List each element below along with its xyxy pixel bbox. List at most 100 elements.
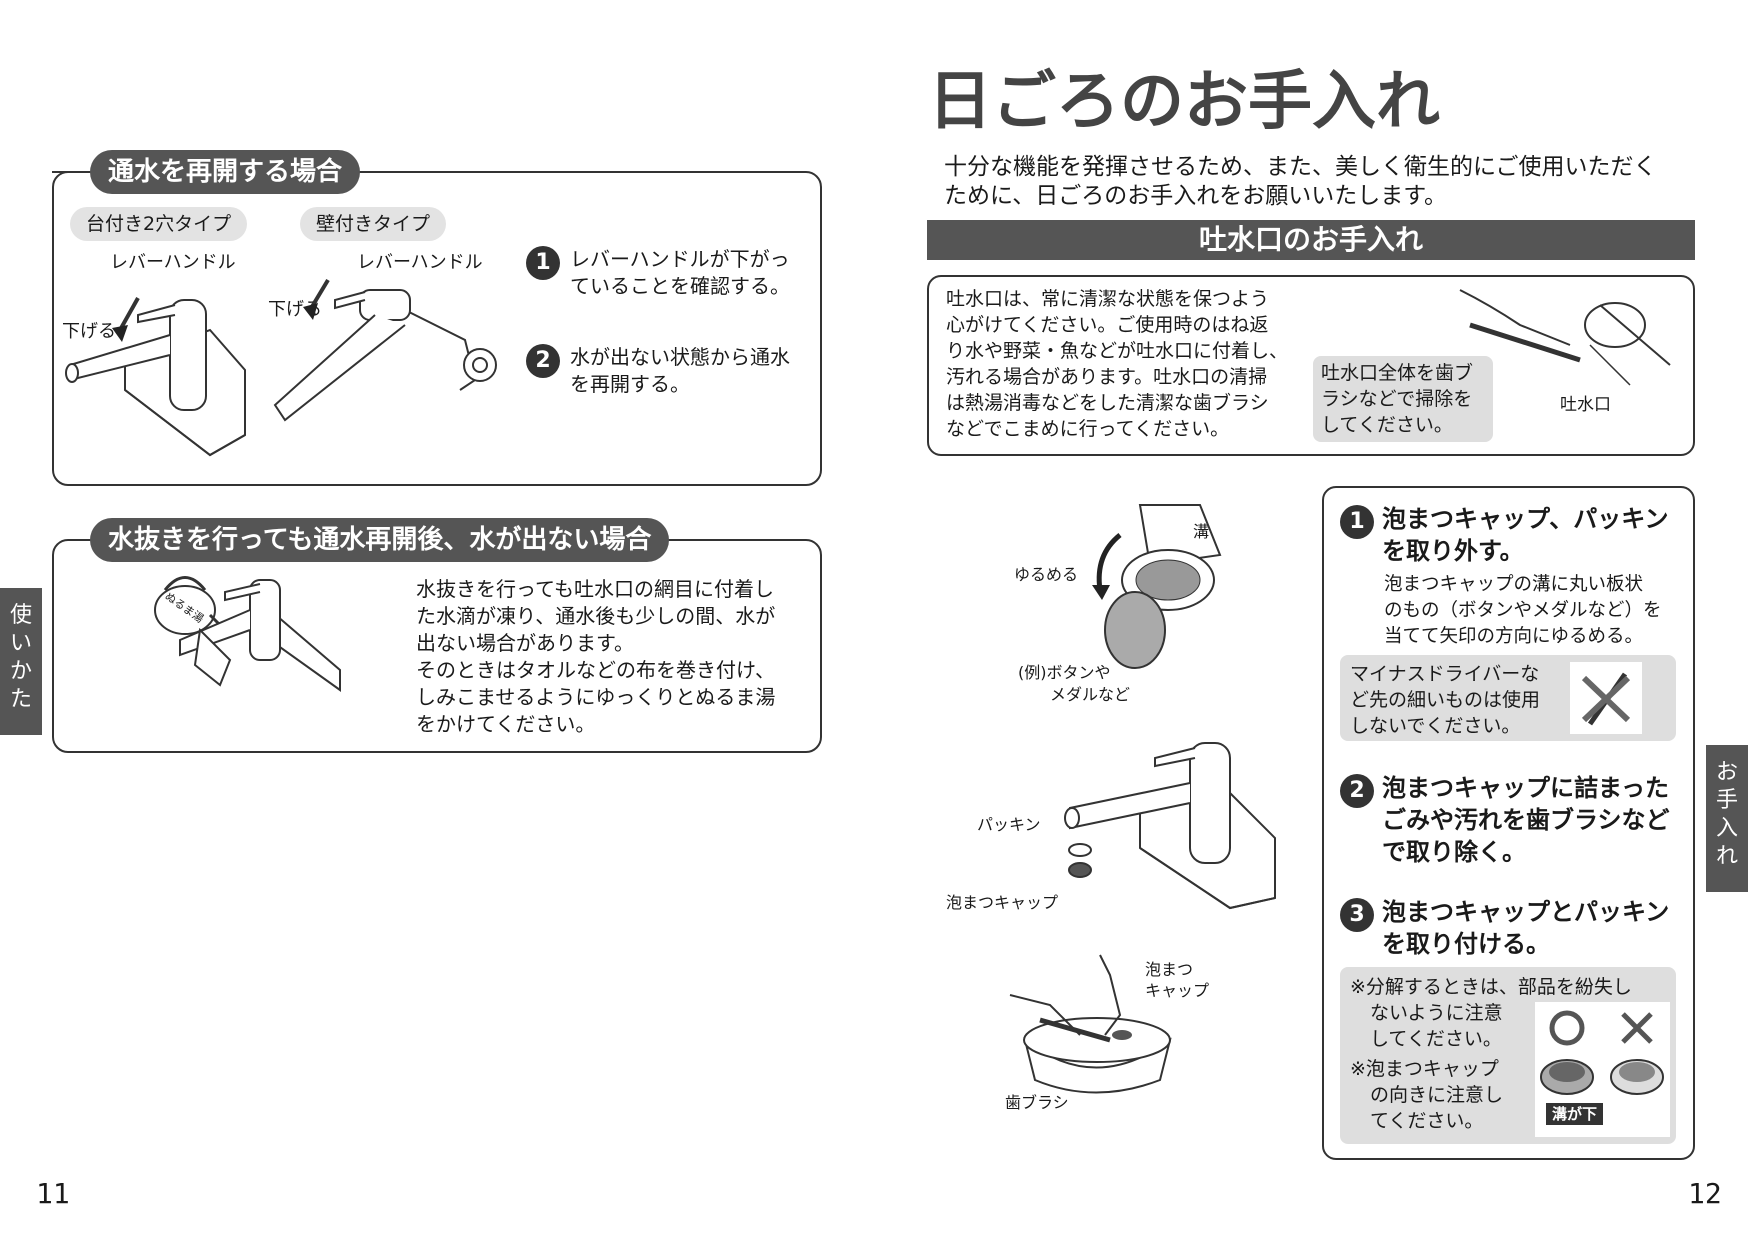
cap-step-2-line: 泡まつキャップに詰まった <box>1382 774 1670 802</box>
label-spout: 吐水口 <box>1560 395 1611 415</box>
page-number-right: 12 <box>1688 1177 1722 1210</box>
no-water-line: 出ない場合があります。 <box>416 631 634 655</box>
cap-step-3-line: を取り付ける。 <box>1382 930 1550 958</box>
brush-spout-illustration <box>1459 289 1671 386</box>
label-cap-b1: 泡まつ <box>1145 960 1194 979</box>
note-line: ※泡まつキャップ <box>1350 1058 1499 1080</box>
cap-step-number-1: 1 <box>1340 505 1374 539</box>
label-example1: (例)ボタンや <box>1018 663 1111 682</box>
no-water-line: 水抜きを行っても吐水口の網目に付着し <box>416 577 774 601</box>
page-number-left: 11 <box>36 1177 70 1210</box>
label-packing: パッキン <box>977 815 1041 834</box>
spout-care-text: 吐水口は、常に清潔な状態を保つよう 心がけてください。ご使用時のはね返 り水や野… <box>946 286 1316 442</box>
cap-step-1-sub-line: のもの（ボタンやメダルなど）を <box>1384 600 1662 621</box>
side-tab-char: い <box>9 631 32 656</box>
faucet-parts-illustration <box>1064 742 1276 910</box>
label-foam-cap: 泡まつキャップ <box>946 893 1059 912</box>
step-1-line1: レバーハンドルが下がっ <box>570 247 790 271</box>
warn-line: マイナスドライバーな <box>1350 663 1540 685</box>
note-line: の向きに注意し <box>1370 1084 1504 1106</box>
cap-step-1-sub-line: 当てて矢印の方向にゆるめる。 <box>1384 626 1644 647</box>
spout-line: などでこまめに行ってください。 <box>946 418 1230 440</box>
screwdriver-prohibited-icon <box>1570 662 1642 734</box>
kettle-faucet-illustration <box>154 576 341 692</box>
cap-step-number-2: 2 <box>1340 774 1374 808</box>
side-tab-char: 手 <box>1715 788 1738 813</box>
note-line: ※分解するときは、部品を紛失し <box>1350 976 1632 998</box>
spout-line: 吐水口は、常に清潔な状態を保つよう <box>946 288 1270 310</box>
note-line: ないように注意 <box>1370 1002 1503 1024</box>
step-2-line1: 水が出ない状態から通水 <box>570 345 790 369</box>
screwdriver-warning-text: マイナスドライバーな ど先の細いものは使用 しないでください。 <box>1350 661 1570 739</box>
section-band-title: 吐水口のお手入れ <box>1198 223 1423 256</box>
section-title-resume: 通水を再開する場合 <box>90 150 361 194</box>
spout-note-line: ラシなどで掃除を <box>1321 388 1473 410</box>
section-band-spout <box>927 220 1695 260</box>
page-title: 日ごろのお手入れ <box>928 65 1440 139</box>
step-2-line2: を再開する。 <box>570 372 690 396</box>
spout-note-line: 吐水口全体を歯ブ <box>1321 362 1474 384</box>
step-2-text: 水が出ない状態から通水 を再開する。 <box>570 344 810 398</box>
note-line: してください。 <box>1370 1028 1502 1050</box>
cap-removal-illustration <box>1092 504 1222 669</box>
side-tab-char: れ <box>1715 844 1738 869</box>
cap-step-2-line: で取り除く。 <box>1382 838 1526 866</box>
cap-step-2-title: 泡まつキャップに詰まった ごみや汚れを歯ブラシなど で取り除く。 <box>1382 772 1692 868</box>
label-loosen: ゆるめる <box>1014 565 1079 584</box>
label-example2: メダルなど <box>1050 685 1131 704</box>
no-water-text: 水抜きを行っても吐水口の網目に付着し た水滴が凍り、通水後も少しの間、水が 出な… <box>416 576 816 738</box>
groove-down-label: 溝が下 <box>1546 1103 1604 1125</box>
side-tab-care: お 手 入 れ <box>1706 745 1748 892</box>
step-number-1: 1 <box>526 246 560 280</box>
warn-line: しないでください。 <box>1350 715 1521 737</box>
faucet-deck-illustration <box>65 297 246 457</box>
cap-step-2-line: ごみや汚れを歯ブラシなど <box>1382 806 1670 834</box>
cap-step-1-sub: 泡まつキャップの溝に丸い板状 のもの（ボタンやメダルなど）を 当てて矢印の方向に… <box>1384 572 1689 650</box>
side-tab-char: た <box>9 687 32 712</box>
spout-note: 吐水口全体を歯ブ ラシなどで掃除を してください。 <box>1313 356 1493 442</box>
tag-wall-type: 壁付きタイプ <box>300 207 447 241</box>
side-tab-char: お <box>1715 760 1738 785</box>
label-toothbrush: 歯ブラシ <box>1005 1093 1069 1112</box>
no-water-line: をかけてください。 <box>416 712 596 736</box>
label-lever-b: レバーハンドル <box>357 252 483 273</box>
cap-step-1-title: 泡まつキャップ、パッキン を取り外す。 <box>1382 503 1692 567</box>
section-title-line <box>52 171 92 173</box>
cap-step-3-line: 泡まつキャップとパッキン <box>1382 898 1670 926</box>
cap-step-1-sub-line: 泡まつキャップの溝に丸い板状 <box>1384 574 1644 595</box>
spout-line: は熱湯消毒などをした清潔な歯ブラシ <box>946 392 1269 414</box>
cap-step-1-line: を取り外す。 <box>1382 537 1524 565</box>
side-tab-char: か <box>9 659 32 684</box>
spout-line: 心がけてください。ご使用時のはね返 <box>946 314 1269 336</box>
spout-care-box <box>927 275 1695 456</box>
label-groove: 溝 <box>1193 522 1210 541</box>
side-tab-char: 入 <box>1715 816 1738 841</box>
step-1-text: レバーハンドルが下がっ ていることを確認する。 <box>570 246 810 300</box>
faucet-wall-illustration <box>273 278 497 422</box>
cap-step-3-title: 泡まつキャップとパッキン を取り付ける。 <box>1382 896 1692 960</box>
note-line: てください。 <box>1370 1110 1484 1132</box>
label-cap-b2: キャップ <box>1145 981 1210 1000</box>
step-number-2: 2 <box>526 344 560 378</box>
spout-line: 汚れる場合があります。吐水口の清掃 <box>946 366 1268 388</box>
cap-step-1-line: 泡まつキャップ、パッキン <box>1382 505 1669 533</box>
warn-line: ど先の細いものは使用 <box>1350 689 1541 711</box>
no-water-line: そのときはタオルなどの布を巻き付け、 <box>416 658 775 682</box>
side-tab-char: 使 <box>9 603 32 628</box>
label-lever-a: レバーハンドル <box>110 252 236 273</box>
notes-text: ※分解するときは、部品を紛失し ないように注意 してください。 ※泡まつキャップ… <box>1350 974 1670 1134</box>
section-title-no-water: 水抜きを行っても通水再開後、水が出ない場合 <box>90 518 670 562</box>
cap-step-number-3: 3 <box>1340 898 1374 932</box>
no-water-line: た水滴が凍り、通水後も少しの間、水が <box>416 604 776 628</box>
label-down-a: 下げる <box>62 321 116 342</box>
side-tab-usage: 使 い か た <box>0 588 42 735</box>
tag-deck-type: 台付き2穴タイプ <box>70 207 248 241</box>
intro-line1: 十分な機能を発揮させるため、また、美しく衛生的にご使用いただく <box>944 154 1657 180</box>
intro-text: 十分な機能を発揮させるため、また、美しく衛生的にご使用いただく ために、日ごろの… <box>944 153 1704 211</box>
label-down-b: 下げる <box>268 299 322 320</box>
bowl-cleaning-illustration <box>1009 954 1172 1094</box>
no-water-line: しみこませるようにゆっくりとぬるま湯 <box>416 685 776 709</box>
spout-line: り水や野菜・魚などが吐水口に付着し、 <box>946 340 1289 362</box>
step-1-line2: ていることを確認する。 <box>570 274 790 298</box>
intro-line2: ために、日ごろのお手入れをお願いいたします。 <box>944 183 1448 209</box>
